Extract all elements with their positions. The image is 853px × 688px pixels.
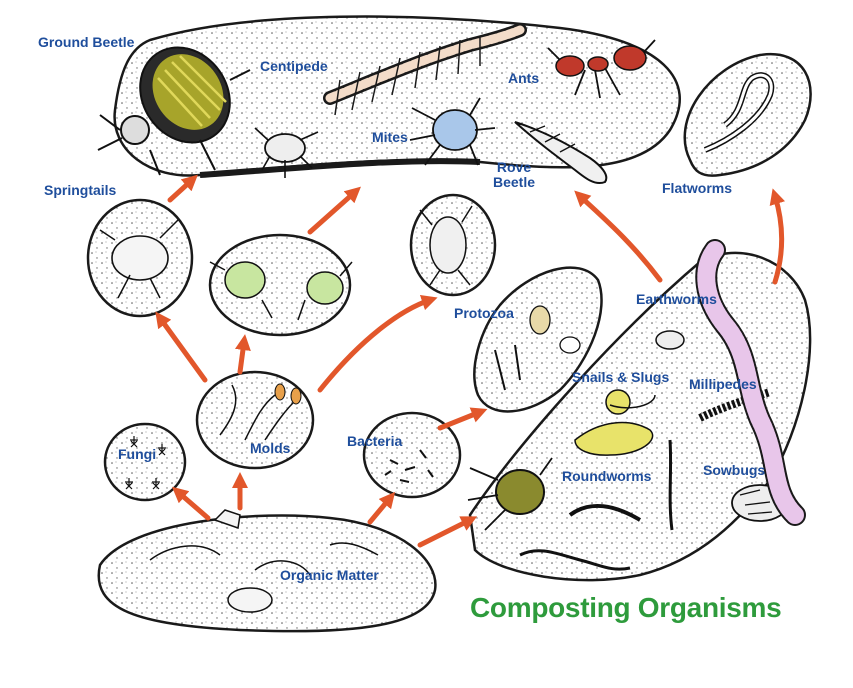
- label-ants: Ants: [508, 70, 540, 86]
- label-centipede: Centipede: [260, 58, 328, 74]
- arrow-molds-to-mold-mites: [235, 334, 251, 375]
- fungi-bubble: [103, 422, 187, 502]
- arrow-moldmites-to-mites: [307, 186, 361, 235]
- label-mites: Mites: [372, 129, 408, 145]
- ground-beetle-illustration: [97, 46, 251, 176]
- label-rove-beetle: Rove Beetle: [493, 159, 536, 190]
- label-fungi: Fungi: [118, 446, 157, 462]
- beetle-larva-bubble: [409, 193, 497, 297]
- energy-flow-arrows: [155, 174, 785, 548]
- arrow-organic-to-fungi: [171, 486, 211, 521]
- arrow-bacteria-to-protozoa: [437, 407, 488, 431]
- arrow-molds-to-larva: [317, 294, 438, 393]
- arrow-organic-to-invertebrates: [417, 516, 478, 548]
- arrow-springtails-to-beetle: [167, 174, 198, 203]
- mold-mites-bubble: [208, 233, 353, 337]
- springtails-bubble: [86, 198, 194, 318]
- flatworms-bubble: [683, 52, 812, 177]
- label-protozoa: Protozoa: [454, 305, 514, 321]
- label-sowbugs: Sowbugs: [703, 462, 766, 478]
- label-roundworms: Roundworms: [562, 468, 652, 484]
- label-millipedes: Millipedes: [689, 376, 757, 392]
- label-bacteria: Bacteria: [347, 433, 403, 449]
- molds-bubble: [195, 370, 315, 470]
- label-ground-beetle: Ground Beetle: [38, 34, 135, 50]
- arrow-organic-to-bacteria: [367, 491, 396, 525]
- ant-illustration: [547, 39, 656, 99]
- rove-beetle-illustration: [514, 121, 608, 184]
- pseudoscorpion-illustration: [254, 127, 319, 178]
- protozoa-bubble: [473, 266, 603, 413]
- label-flatworms: Flatworms: [662, 180, 733, 196]
- mite-illustration: [409, 97, 496, 166]
- label-snails-slugs: Snails & Slugs: [572, 369, 670, 385]
- centipede-illustration: [323, 23, 527, 116]
- label-springtails: Springtails: [44, 182, 117, 198]
- organic-matter-base: [97, 509, 437, 633]
- label-organic-matter: Organic Matter: [280, 567, 379, 583]
- bacteria-bubble: [362, 411, 462, 499]
- arrow-earthworms-to-flatworms: [769, 188, 785, 285]
- label-molds: Molds: [250, 440, 291, 456]
- label-earthworms: Earthworms: [636, 291, 717, 307]
- arrow-earthworms-to-rove: [574, 190, 663, 283]
- earthworm-illustration: [695, 239, 806, 526]
- arrow-molds-to-springtails: [155, 311, 208, 383]
- page-title: Composting Organisms: [470, 592, 782, 623]
